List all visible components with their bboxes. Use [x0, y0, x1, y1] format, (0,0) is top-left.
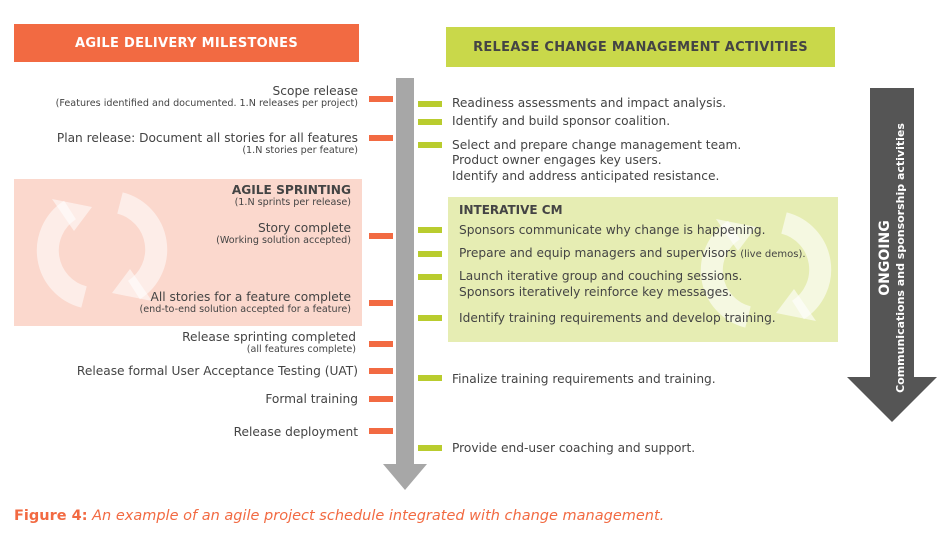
cycle-arrows-icon: [700, 212, 832, 328]
milestone-marker: [369, 396, 393, 402]
milestone-marker: [369, 300, 393, 306]
activity-select-team: Select and prepare change management tea…: [452, 138, 742, 152]
activity-coaching: Provide end-user coaching and support.: [452, 441, 696, 455]
milestone-scope-release: Scope release (Features identified and d…: [55, 84, 358, 109]
activity-marker: [418, 101, 442, 107]
activity-readiness: Readiness assessments and impact analysi…: [452, 96, 727, 110]
milestone-uat: Release formal User Acceptance Testing (…: [76, 364, 358, 378]
activity-sponsors-communicate: Sponsors communicate why change is happe…: [459, 223, 766, 237]
milestone-story-complete: Story complete (Working solution accepte…: [216, 221, 351, 246]
activity-marker: [418, 274, 442, 280]
activity-finalize-training: Finalize training requirements and train…: [452, 372, 716, 386]
milestone-plan-release: Plan release: Document all stories for a…: [56, 131, 358, 156]
milestone-marker: [369, 233, 393, 239]
milestone-release-sprinting: Release sprinting completed (all feature…: [182, 330, 356, 355]
activity-reinforce: Sponsors iteratively reinforce key messa…: [459, 285, 733, 299]
milestone-agile-sprinting: AGILE SPRINTING (1.N sprints per release…: [231, 183, 351, 208]
activity-marker: [418, 227, 442, 233]
milestone-marker: [369, 341, 393, 347]
milestone-formal-training: Formal training: [265, 392, 358, 406]
activity-marker: [418, 119, 442, 125]
milestone-marker: [369, 428, 393, 434]
activity-marker: [418, 375, 442, 381]
activity-training-requirements: Identify training requirements and devel…: [459, 311, 776, 325]
activity-marker: [418, 445, 442, 451]
ongoing-arrow: [847, 88, 937, 422]
milestone-marker: [369, 135, 393, 141]
interative-cm-box: [448, 197, 838, 342]
activity-product-owner: Product owner engages key users.: [452, 153, 662, 167]
activity-marker: [418, 251, 442, 257]
activity-launch-sessions: Launch iterative group and couching sess…: [459, 269, 743, 283]
release-change-management-header: RELEASE CHANGE MANAGEMENT ACTIVITIES: [446, 27, 835, 67]
milestone-all-stories: All stories for a feature complete (end-…: [139, 290, 351, 315]
activity-marker: [418, 315, 442, 321]
activity-resistance: Identify and address anticipated resista…: [452, 169, 720, 183]
activity-sponsor-coalition: Identify and build sponsor coalition.: [452, 114, 671, 128]
milestone-marker: [369, 96, 393, 102]
milestone-release-deployment: Release deployment: [233, 425, 358, 439]
ongoing-label: ONGOING Communications and sponsorship a…: [877, 123, 907, 393]
timeline-arrow: [383, 78, 427, 490]
figure-caption: Figure 4: An example of an agile project…: [14, 508, 665, 524]
milestone-marker: [369, 368, 393, 374]
agile-delivery-milestones-header: AGILE DELIVERY MILESTONES: [14, 24, 359, 62]
activity-prepare-managers: Prepare and equip managers and superviso…: [459, 246, 806, 260]
interative-cm-title: INTERATIVE CM: [459, 203, 563, 217]
activity-marker: [418, 142, 442, 148]
cycle-arrows-icon: [36, 192, 168, 308]
